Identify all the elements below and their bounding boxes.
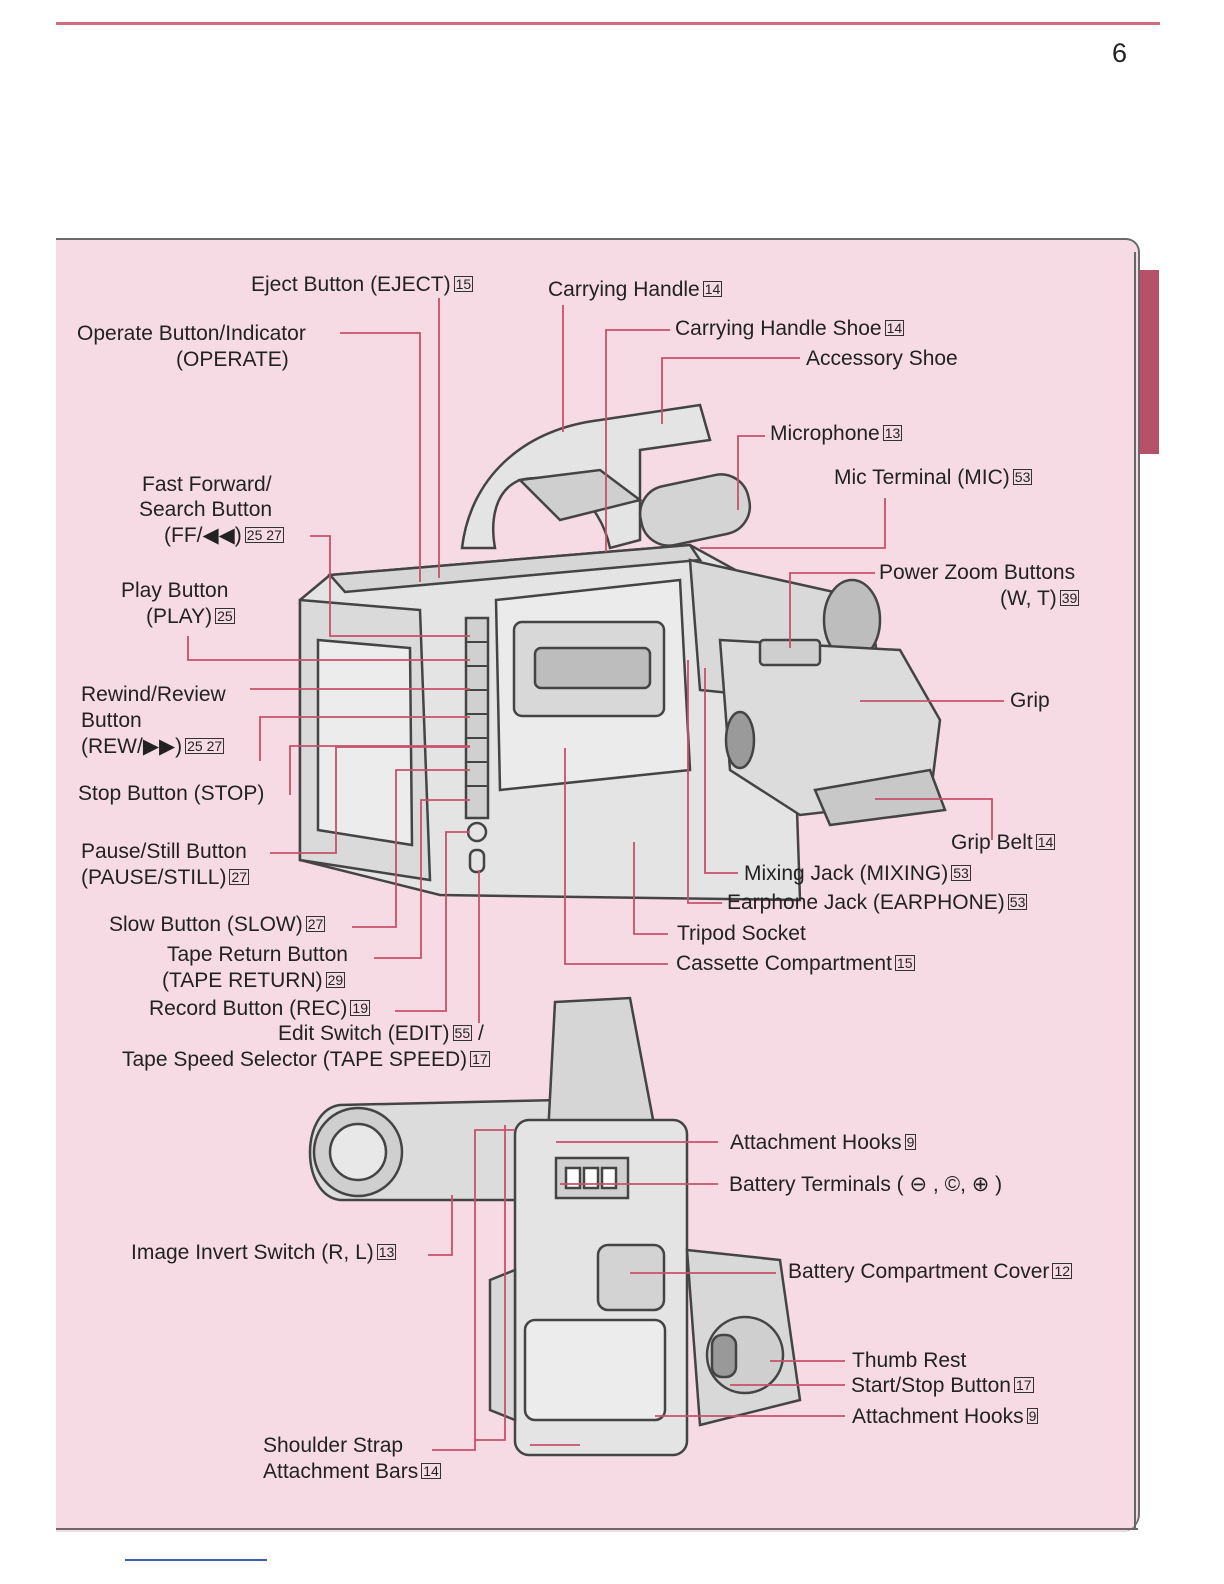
- label-record-button: Record Button (REC)19: [149, 997, 370, 1020]
- label-fast-forward: Fast Forward/: [142, 473, 272, 496]
- label-battery-terminals: Battery Terminals ( ⊖ , ©, ⊕ ): [729, 1173, 1003, 1196]
- camcorder-bottom-view: [308, 996, 802, 1457]
- label-play-button: Play Button: [121, 579, 229, 602]
- label-fast-forward-code: (FF/◀◀)25 27: [164, 524, 284, 547]
- label-rewind-button: Rewind/Review: [81, 683, 226, 706]
- label-operate-button-code: (OPERATE): [176, 348, 289, 371]
- label-tripod-socket: Tripod Socket: [677, 922, 806, 945]
- label-mic-terminal: Mic Terminal (MIC)53: [834, 466, 1033, 489]
- top-rule: [56, 22, 1160, 25]
- label-power-zoom: Power Zoom Buttons: [879, 561, 1076, 584]
- label-earphone-jack: Earphone Jack (EARPHONE)53: [727, 891, 1028, 914]
- page-number: 6: [1112, 38, 1128, 68]
- label-rewind-button-code: (REW/▶▶)25 27: [81, 735, 225, 758]
- label-pause-button-code: (PAUSE/STILL)27: [81, 866, 250, 889]
- label-image-invert: Image Invert Switch (R, L)13: [131, 1241, 397, 1264]
- leader-lines: [187, 298, 1004, 1451]
- label-tape-speed: Tape Speed Selector (TAPE SPEED)17: [122, 1048, 490, 1071]
- label-edit-switch: Edit Switch (EDIT)55 /: [278, 1022, 484, 1045]
- label-slow-button: Slow Button (SLOW)27: [109, 913, 326, 936]
- label-mixing-jack: Mixing Jack (MIXING)53: [744, 862, 971, 885]
- label-grip: Grip: [1010, 689, 1050, 712]
- footnote-rule: [125, 1559, 267, 1561]
- label-shoulder-strap: Shoulder Strap: [263, 1434, 404, 1457]
- label-fast-forward-line2: Search Button: [139, 498, 273, 521]
- label-tape-return-code: (TAPE RETURN)29: [162, 969, 346, 992]
- label-operate-button: Operate Button/Indicator: [77, 322, 306, 345]
- label-tape-return: Tape Return Button: [167, 943, 348, 966]
- label-accessory-shoe: Accessory Shoe: [806, 347, 958, 370]
- panel-edge: [1134, 252, 1136, 1530]
- label-stop-button: Stop Button (STOP): [78, 782, 265, 805]
- label-rewind-button-line2: Button: [81, 709, 142, 732]
- label-power-zoom-code: (W, T)39: [1000, 587, 1080, 610]
- label-pause-button: Pause/Still Button: [81, 840, 247, 863]
- label-play-button-code: (PLAY)25: [146, 605, 235, 628]
- panel-bottom-line: [56, 1528, 1138, 1530]
- camcorder-rear-view: [298, 403, 947, 902]
- label-eject-button: Eject Button (EJECT)15: [251, 273, 474, 296]
- label-thumb-rest: Thumb Rest: [852, 1349, 967, 1372]
